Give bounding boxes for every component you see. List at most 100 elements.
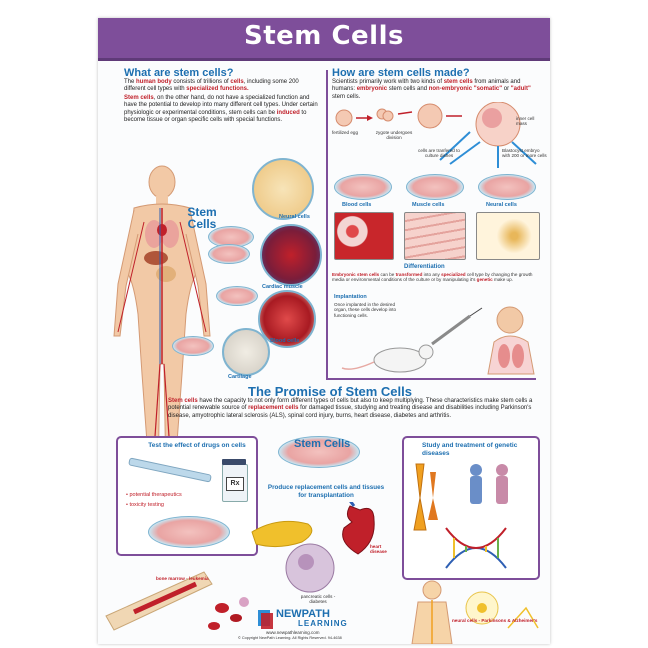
dish-muscle — [406, 174, 464, 200]
implantation-illustration — [341, 306, 535, 375]
text-span: The — [124, 79, 137, 85]
embryo-development-diagram — [335, 102, 537, 168]
text-span: "adult" — [510, 86, 531, 93]
label-heart-disease: heart disease — [370, 544, 387, 555]
promise-text: Stem cells have the capacity to not only… — [168, 398, 544, 420]
text-span: cell type by changing the growth media o… — [332, 272, 533, 283]
cartilage-image — [222, 328, 270, 376]
label-bone-marrow: bone marrow - leukemia — [156, 576, 209, 581]
label-fertilized-egg: fertilized egg — [332, 130, 359, 135]
text-span: embryonic — [356, 86, 388, 93]
text-span: human body — [136, 79, 172, 85]
text-span: for damaged tissue, studying and treatin… — [168, 405, 532, 419]
text-span: or — [502, 86, 511, 93]
bullet-therapeutics: • potential therapeutics — [126, 492, 182, 498]
what-paragraph-1: The human body consists of trillions of … — [124, 79, 320, 94]
differentiation-text: Embryonic stem cells can be transformed … — [332, 272, 540, 283]
bottle-cap — [222, 459, 246, 465]
muscle-cells-photo — [404, 212, 466, 260]
what-heading: What are stem cells? — [124, 67, 234, 79]
text-span: induced — [276, 109, 300, 116]
stem-cell-dish — [172, 336, 214, 356]
rx-label: Rx — [226, 477, 244, 491]
text-span: to become tissue or organ specific cells… — [124, 109, 307, 123]
text-span: stem cells. — [332, 93, 361, 100]
text-span: Embryonic stem cells — [332, 272, 380, 277]
blood-cells-image — [258, 290, 316, 348]
text-span: cells — [230, 79, 244, 85]
label-transferred: cells are tranfered to culture dishes — [418, 148, 460, 159]
body-stem-cells-label: Stem Cells — [187, 205, 217, 231]
dish-neural — [478, 174, 536, 200]
transplant-illustrations — [251, 502, 375, 593]
title-bar: Stem Cells — [98, 18, 550, 61]
replacement-cells-text: Produce replacement cells and tissues fo… — [267, 484, 385, 499]
blood-cells-photo — [334, 212, 394, 260]
logo-line2: LEARNING — [298, 619, 348, 628]
text-span: replacement cells — [248, 405, 299, 412]
text-span: specialized — [441, 272, 466, 277]
label-blood-cells: Blood cells — [270, 338, 300, 344]
stem-cell-dish — [208, 244, 250, 264]
dish-blood — [334, 174, 392, 200]
genetic-diseases-box: Study and treatment of genetic diseases — [402, 436, 540, 580]
text-span: Stem cells — [124, 95, 154, 101]
genetics-illustration — [413, 463, 508, 569]
label-dish-blood: Blood cells — [342, 202, 372, 208]
label-inner-cell-mass: inner cell mass — [516, 116, 535, 127]
neural-cells-photo — [476, 212, 540, 260]
text-span: Stem cells — [168, 398, 198, 404]
human-body-illustration — [113, 165, 211, 485]
label-dish-neural: Neural cells — [486, 202, 517, 208]
text-span: from animals and humans: — [332, 79, 521, 93]
row-divider — [326, 378, 536, 380]
newpath-logo: NEWPATH LEARNING — [258, 608, 378, 630]
label-pancreatic-cells: pancreatic cells - diabetes — [300, 594, 336, 605]
genetic-diseases-title: Study and treatment of genetic diseases — [422, 442, 518, 457]
drug-testing-title: Test the effect of drugs on cells — [148, 442, 246, 449]
center-stem-cells-label: Stem Cells — [294, 438, 351, 450]
logo-line1: NEWPATH — [276, 608, 330, 620]
text-span: make up. — [492, 277, 513, 283]
label-cartilage: Cartilage — [228, 374, 252, 380]
label-neural-diseases: neural cells - Parkinsons & Alzheimer's — [452, 618, 538, 623]
how-intro: Scientists primarily work with two kinds… — [332, 79, 542, 101]
page-title: Stem Cells — [244, 21, 404, 51]
logo-mark — [261, 613, 273, 629]
label-blastocyst: Blastocyst embryo with 200 or more cells — [502, 148, 547, 159]
center-stem-cell-dish — [278, 436, 360, 468]
text-span: specialized functions. — [186, 86, 249, 93]
text-span: can be — [379, 272, 396, 277]
drug-testing-box: Test the effect of drugs on cells • pote… — [116, 436, 258, 556]
text-span: genetic — [476, 277, 493, 283]
text-span: stem cells — [443, 79, 473, 85]
footer-url: www.newpathlearning.com — [266, 630, 320, 635]
text-span: have the capacity to not only form diffe… — [168, 398, 533, 412]
text-span: transformed — [395, 272, 423, 277]
text-span: , on the other hand, do not have a speci… — [124, 95, 318, 116]
rx-bottle: Rx — [222, 459, 248, 502]
how-heading: How are stem cells made? — [332, 67, 470, 79]
nervous-system-illustration — [411, 580, 539, 644]
neural-cells-image — [252, 158, 314, 220]
label-zygote: zygote undergoes division — [375, 130, 413, 141]
label-neural-cells: Neural cells — [279, 214, 310, 220]
text-span: , including some 200 different cell type… — [124, 79, 299, 93]
text-span: stem cells and — [387, 86, 429, 93]
poster: Stem Cells What are stem cells? The huma… — [98, 18, 550, 644]
bone-marrow-illustration — [105, 571, 249, 631]
text-span: consists of trillions of — [171, 79, 231, 85]
drug-test-dish — [148, 516, 230, 548]
label-cardiac-muscle: Cardiac muscle — [262, 284, 303, 290]
differentiation-heading: Differentiation — [404, 264, 445, 270]
pipette — [128, 457, 212, 483]
implantation-heading: Implantation — [334, 294, 367, 300]
cardiac-muscle-image — [260, 224, 322, 286]
footer-copyright: © Copyright NewPath Learning. All Rights… — [238, 636, 342, 640]
promise-heading: The Promise of Stem Cells — [248, 384, 412, 399]
stem-cell-dish — [216, 286, 258, 306]
text-span: into any — [422, 272, 442, 277]
label-dish-muscle: Muscle cells — [412, 202, 445, 208]
text-span: Scientists primarily work with two kinds… — [332, 79, 444, 85]
column-divider — [326, 70, 328, 380]
